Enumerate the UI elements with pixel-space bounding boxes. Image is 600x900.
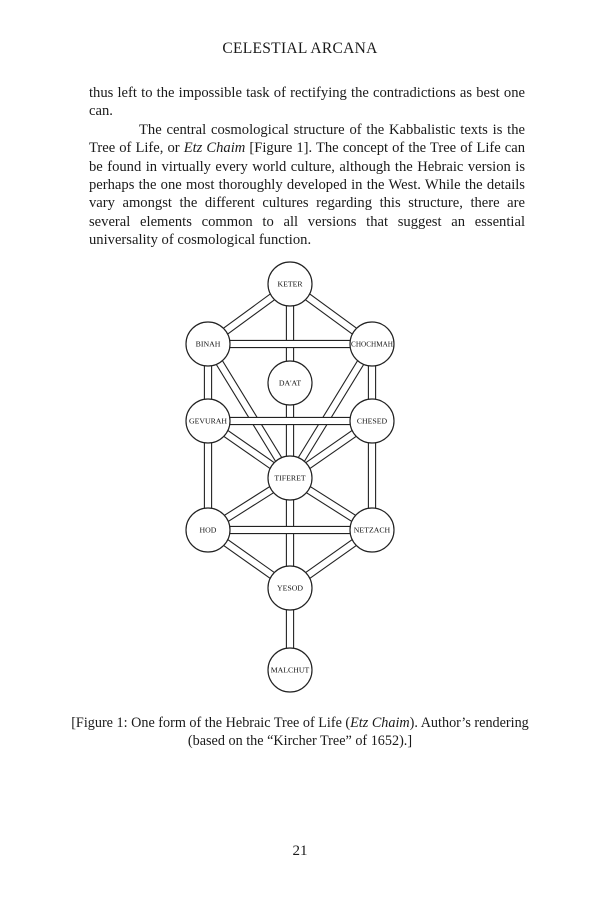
sephirah-label: CHOCHMAH [351,341,393,349]
tree-nodes: KETER BINAH CHOCHMAH DA'AT GEVURAH CHESED TIFE… [185,261,395,693]
sephirah-daat: DA'AT [267,360,313,406]
path-hod-netzach [208,525,372,535]
sephirah-label: MALCHUT [271,666,310,675]
sephirah-yesod: YESOD [267,565,313,611]
body-text: thus left to the impossible task of rect… [89,84,525,250]
sephirah-label: DA'AT [279,379,301,388]
caption-text-a: [Figure 1: One form of the Hebraic Tree … [71,715,351,731]
path-gevurah-chesed [208,416,372,426]
sephirah-label: CHESED [357,417,388,426]
sephirah-chochmah: CHOCHMAH [349,321,395,367]
paragraph-2: The central cosmological structure of th… [89,121,525,250]
path-channel-fill [204,342,294,480]
sephirah-netzach: NETZACH [349,507,395,553]
sephirah-circle [185,398,231,444]
sephirah-circle [267,455,313,501]
sephirah-label: KETER [277,280,303,289]
sephirah-tiferet: TIFERET [267,455,313,501]
sephirah-label: NETZACH [354,526,391,535]
sephirah-label: BINAH [196,340,221,349]
paragraph-2-emphasis: Etz Chaim [183,140,246,157]
sephirah-circle [267,565,313,611]
path-binah-chochmah [208,339,372,349]
sephirah-circle [267,360,313,406]
sephirah-circle [349,321,395,367]
sephirah-label: HOD [200,526,217,535]
figure-caption: [Figure 1: One form of the Hebraic Tree … [60,714,540,750]
sephirah-circle [267,261,313,307]
sephirah-circle [349,398,395,444]
path-channel-edge [286,341,370,477]
sephirah-gevurah: GEVURAH [185,398,231,444]
sephirah-circle [267,647,313,693]
path-channel-edge [204,345,288,481]
path-chochmah-tiferet [286,341,376,481]
sephirah-keter: KETER [267,261,313,307]
running-head: CELESTIAL ARCANA [222,40,378,57]
sephirah-circle [185,321,231,367]
sephirah-label: GEVURAH [189,417,227,426]
path-binah-tiferet [204,341,294,481]
sephirah-binah: BINAH [185,321,231,367]
paragraph-2-text-b: [Figure 1]. The concept of the Tree of L… [89,140,526,249]
path-channel-fill [286,342,376,480]
path-channel-edge [292,345,376,481]
sephirah-label: YESOD [277,584,303,593]
sephirah-circle [185,507,231,553]
caption-emphasis: Etz Chaim [350,715,410,731]
path-channel-edge [210,341,294,477]
tree-of-life-figure: KETER BINAH CHOCHMAH DA'AT GEVURAH CHESED TIFE… [170,258,430,706]
sephirah-hod: HOD [185,507,231,553]
paragraph-2-text-a: The central cosmological structure of th… [89,121,525,157]
paragraph-1: thus left to the impossible task of rect… [89,85,525,120]
tree-of-life-diagram: KETER BINAH CHOCHMAH DA'AT GEVURAH CHESED TIFE… [185,261,395,693]
sephirah-chesed: CHESED [349,398,395,444]
sephirah-malchut: MALCHUT [267,647,313,693]
sephirah-circle [349,507,395,553]
caption-text-b: ). Author’s rendering (based on the “Kir… [187,715,529,749]
sephirah-label: TIFERET [274,474,305,483]
page-number: 21 [292,843,308,859]
